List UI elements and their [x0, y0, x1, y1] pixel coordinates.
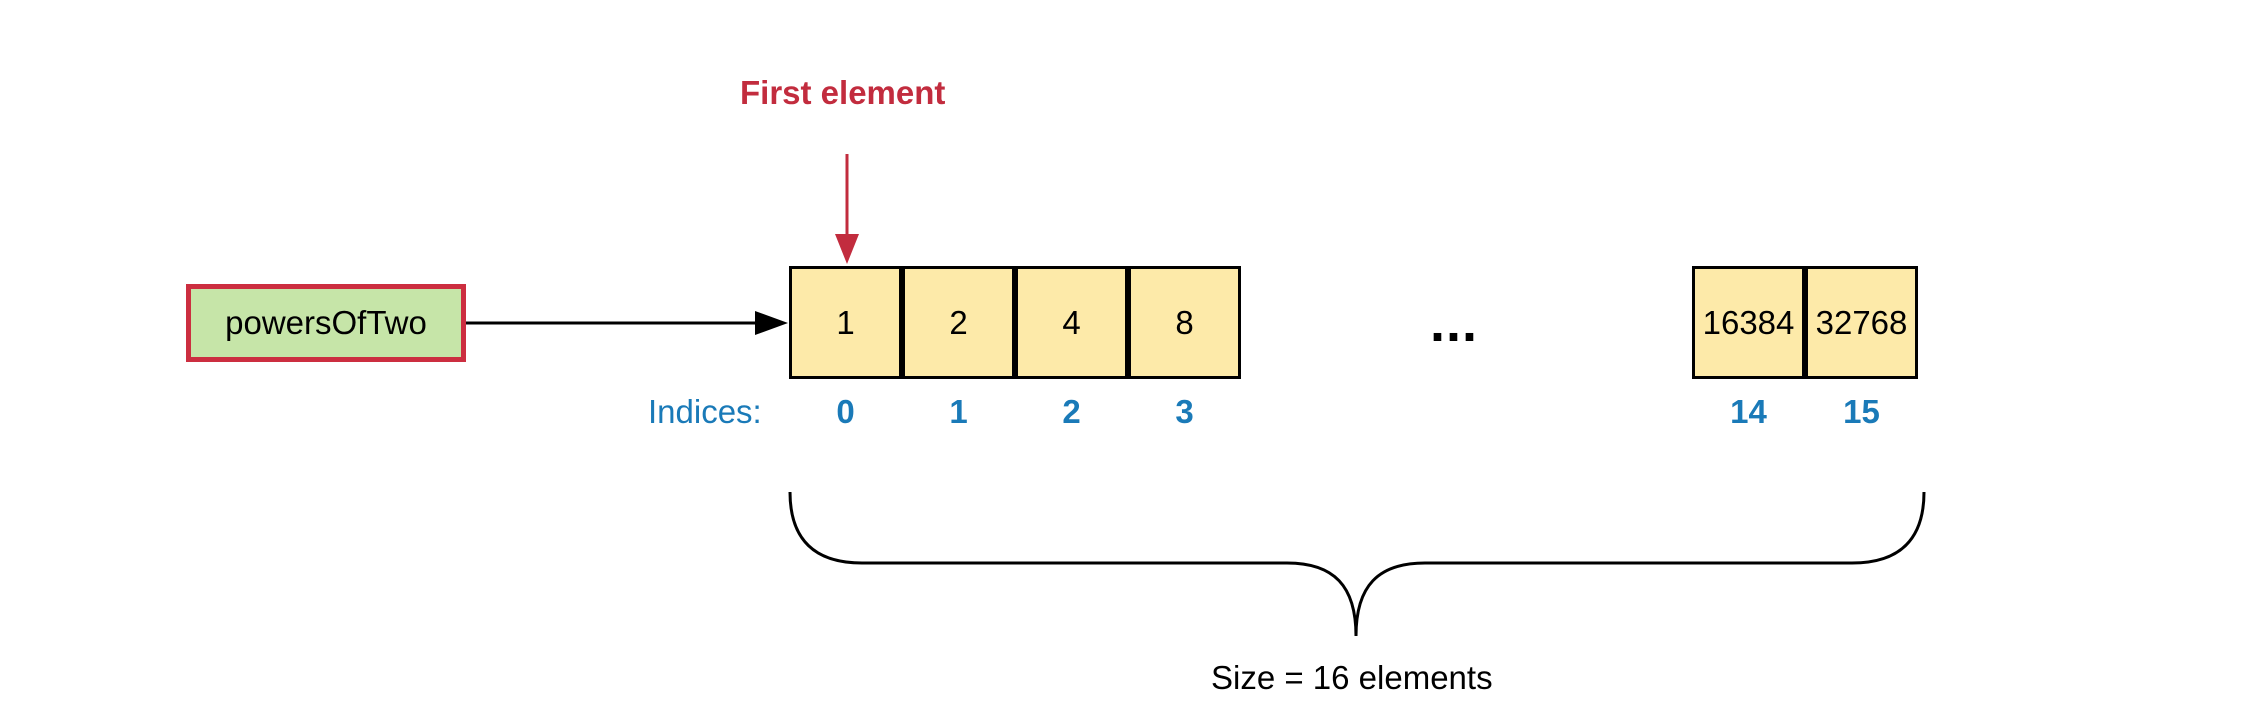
- index-label: 1: [949, 393, 968, 430]
- cell-value: 32768: [1815, 303, 1908, 341]
- array-cell: 32768: [1805, 266, 1918, 379]
- index-label: 14: [1730, 393, 1767, 430]
- array-cell: 4: [1015, 266, 1128, 379]
- cell-value: 4: [1062, 303, 1081, 341]
- first-element-label: First element: [740, 74, 946, 111]
- cell-value: 8: [1175, 303, 1194, 341]
- index-label: 2: [1062, 393, 1081, 430]
- array-ellipsis: ...: [1430, 293, 1479, 353]
- index-label: 0: [836, 393, 855, 430]
- cell-value: 16384: [1702, 303, 1795, 341]
- variable-box: powersOfTwo: [186, 284, 466, 362]
- array-cell: 1: [789, 266, 902, 379]
- size-brace: [788, 491, 1926, 637]
- index-label: 3: [1175, 393, 1194, 430]
- size-label: Size = 16 elements: [1211, 659, 1493, 696]
- array-cell: 2: [902, 266, 1015, 379]
- index-label: 15: [1843, 393, 1880, 430]
- indices-caption: Indices:: [648, 393, 762, 430]
- array-cell: 8: [1128, 266, 1241, 379]
- pointer-arrowhead: [755, 311, 788, 335]
- first-element-arrowhead: [835, 234, 859, 264]
- cell-value: 2: [949, 303, 968, 341]
- array-cell: 16384: [1692, 266, 1805, 379]
- cell-value: 1: [836, 303, 855, 341]
- variable-name: powersOfTwo: [225, 304, 427, 341]
